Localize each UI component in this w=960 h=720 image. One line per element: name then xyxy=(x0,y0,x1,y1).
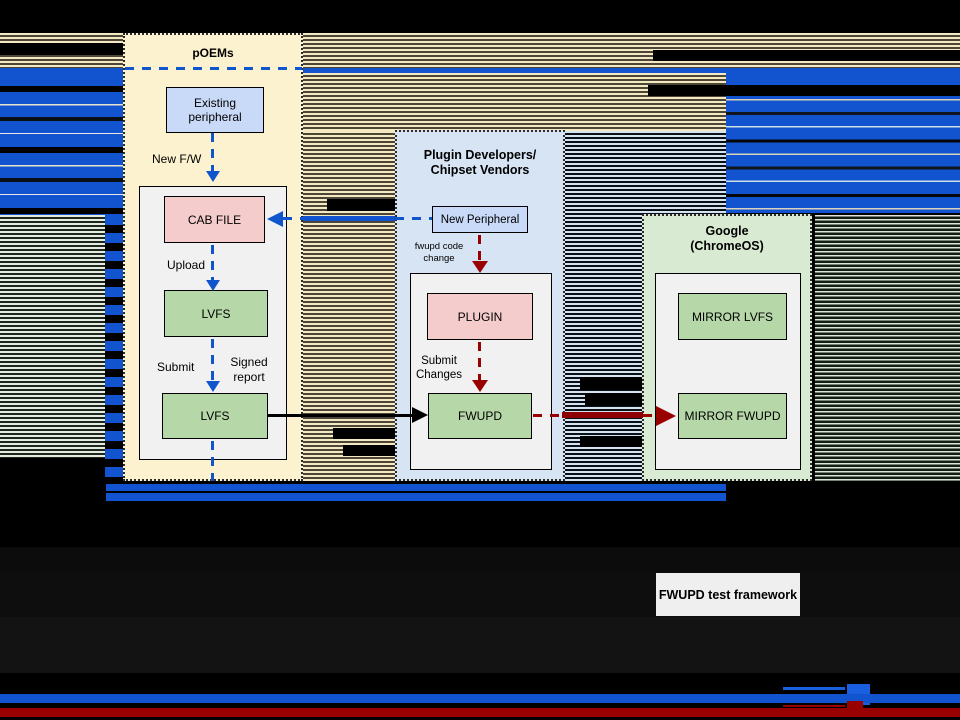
group-google-title: Google (ChromeOS) xyxy=(690,224,764,253)
label-fwupd-code-change: fwupd code change xyxy=(414,241,464,264)
glitch-red-line-small xyxy=(783,705,845,707)
label-submit: Submit xyxy=(157,360,195,374)
edge-existing-to-cab-arrowhead-icon xyxy=(206,171,220,182)
edge-fwupd-to-mirror-dash-left xyxy=(533,414,563,417)
edge-fwupd-to-mirror-arrowhead-icon xyxy=(656,406,676,426)
label-signed-report: Signed report xyxy=(230,355,268,384)
edge-plugin-to-fwupd-arrowhead-icon xyxy=(472,380,488,392)
node-lvfs-upper: LVFS xyxy=(164,290,268,337)
node-mirror-fwupd: MIRROR FWUPD xyxy=(678,393,787,439)
glitch-black-bar-topright xyxy=(653,50,960,61)
node-existing-peripheral-label: Existing peripheral xyxy=(188,96,242,124)
glitch-dark-band-2 xyxy=(0,572,960,617)
glitch-black-bar-mid3 xyxy=(580,436,642,447)
label-upload: Upload xyxy=(167,258,206,272)
glitch-tan-band-mid xyxy=(303,73,726,131)
edge-existing-to-cab xyxy=(211,133,214,171)
node-mirror-fwupd-label: MIRROR FWUPD xyxy=(684,409,781,423)
edge-lvfs-to-lvfs xyxy=(211,339,214,381)
glitch-tan-gutter xyxy=(303,131,395,481)
glitch-red-bar-bottom xyxy=(0,708,960,717)
glitch-green-stripes-right xyxy=(815,215,960,481)
node-fwupd-test-framework-label: FWUPD test framework xyxy=(658,587,798,602)
group-plugin-vendors-title: Plugin Developers/ Chipset Vendors xyxy=(423,148,537,177)
node-lvfs-lower: LVFS xyxy=(162,393,268,439)
group-poems-title: pOEMs xyxy=(192,46,234,60)
node-cab-file: CAB FILE xyxy=(164,196,265,243)
glitch-blue-panel-right xyxy=(726,73,960,213)
node-existing-peripheral: Existing peripheral xyxy=(166,87,264,133)
glitch-blue-bar-bottom xyxy=(0,694,960,703)
edge-lvfs-to-fwupd xyxy=(268,414,414,417)
node-plugin: PLUGIN xyxy=(427,293,533,340)
edge-newperipheral-to-plugin-arrowhead-icon xyxy=(472,261,488,273)
glitch-blue-bar-1 xyxy=(106,484,726,491)
edge-newperipheral-to-cab-arrowhead-icon xyxy=(267,211,283,227)
node-new-peripheral-label: New Peripheral xyxy=(440,213,520,226)
label-submit-changes: Submit Changes xyxy=(415,355,463,381)
node-mirror-lvfs: MIRROR LVFS xyxy=(678,293,787,340)
glitch-green-stripes-left xyxy=(0,215,105,458)
glitch-black-bar-topleft xyxy=(0,43,123,55)
edge-cab-to-lvfs xyxy=(211,245,214,280)
node-lvfs-lower-label: LVFS xyxy=(200,409,230,423)
edge-fwupd-to-mirror-glitch-solid xyxy=(562,412,643,418)
node-mirror-lvfs-label: MIRROR LVFS xyxy=(691,309,774,324)
edge-newperipheral-to-cab-dash-left xyxy=(283,217,303,220)
node-lvfs-upper-label: LVFS xyxy=(201,306,231,321)
edge-fwupd-to-mirror-dash-right xyxy=(643,414,656,417)
edge-cab-to-lvfs-arrowhead-icon xyxy=(206,280,220,291)
glitch-dark-band-3 xyxy=(0,617,960,673)
glitch-black-bar-gutter3 xyxy=(343,445,395,456)
edge-newperipheral-to-cab-glitch-solid xyxy=(303,216,395,221)
glitch-blue-dashed-row-poems xyxy=(125,67,302,70)
glitch-black-bar-mid2 xyxy=(585,393,642,406)
glitch-blue-panel-left xyxy=(0,73,123,215)
node-fwupd-label: FWUPD xyxy=(458,409,502,423)
glitch-black-bar-gutter1 xyxy=(327,199,397,211)
label-new-fw: New F/W xyxy=(152,152,202,166)
glitch-blue-line-small xyxy=(783,687,845,690)
edge-lvfs-to-lvfs-arrowhead-icon xyxy=(206,381,220,392)
glitch-blue-bar-2 xyxy=(106,493,726,501)
edge-newperipheral-to-plugin xyxy=(478,235,481,261)
node-plugin-label: PLUGIN xyxy=(457,309,503,324)
edge-lvfs-lower-tail xyxy=(211,441,214,481)
node-cab-file-label: CAB FILE xyxy=(187,212,242,227)
glitch-blue-dash-column xyxy=(105,215,123,481)
glitch-dark-band-1 xyxy=(0,547,960,572)
node-new-peripheral: New Peripheral xyxy=(432,206,528,233)
node-fwupd-test-framework: FWUPD test framework xyxy=(656,573,800,616)
edge-plugin-to-fwupd xyxy=(478,342,481,380)
edge-newperipheral-to-cab-dash-right xyxy=(395,217,432,220)
glitch-black-bar-gutter2 xyxy=(333,428,395,439)
glitch-blue-row xyxy=(0,68,960,73)
glitch-black-bar-right2 xyxy=(648,85,960,96)
node-fwupd: FWUPD xyxy=(428,393,532,439)
edge-lvfs-to-fwupd-arrowhead-icon xyxy=(412,407,428,423)
glitch-black-bar-mid1 xyxy=(580,377,642,390)
glitch-lightblue-stripes-top xyxy=(565,131,726,215)
